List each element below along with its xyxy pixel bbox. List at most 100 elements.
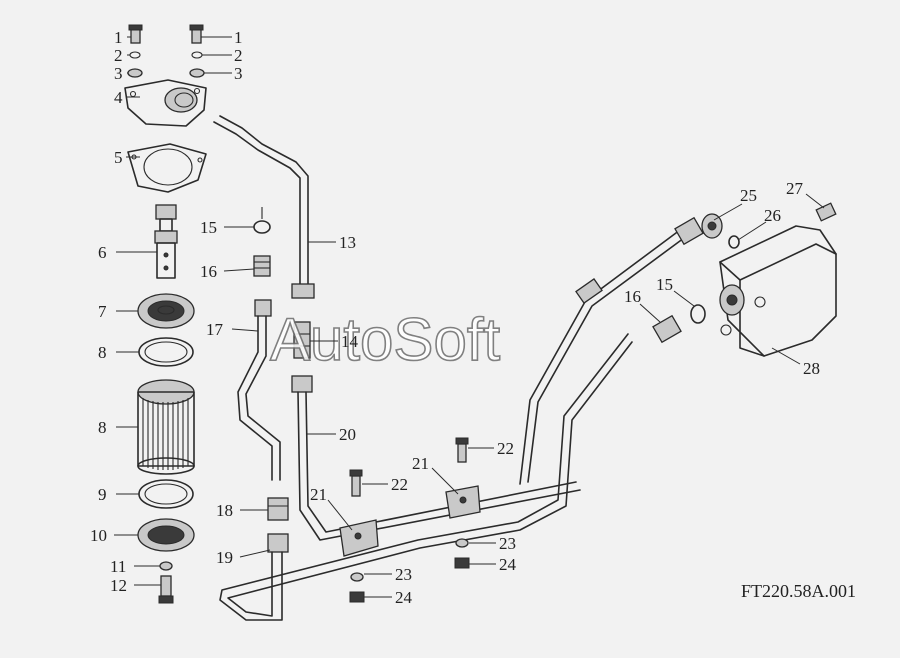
svg-text:20: 20 [339,425,356,444]
svg-text:3: 3 [114,64,123,83]
svg-text:1: 1 [234,28,243,47]
svg-text:12: 12 [110,576,127,595]
o-ring-lower [138,479,194,509]
washers-23 [350,538,469,582]
callout-19: 19 [216,548,271,567]
center-tube [154,204,178,279]
callout-23b: 23 [469,534,516,553]
clamp-21-left [339,519,379,557]
callout-16b: 16 [624,287,661,323]
callout-8a: 8 [98,343,139,362]
callout-7: 7 [98,302,138,321]
svg-text:9: 9 [98,485,107,504]
callout-2a: 2 [114,46,130,65]
svg-text:4: 4 [114,88,123,107]
union-16-left [253,255,271,277]
callout-3b: 3 [204,64,243,83]
svg-text:16: 16 [200,262,217,281]
svg-text:26: 26 [764,206,781,225]
gasket [127,143,207,193]
o-ring-upper [138,337,194,367]
svg-text:16: 16 [624,287,641,306]
svg-text:23: 23 [395,565,412,584]
watermark-text: AutoSoft [270,306,500,373]
callout-27: 27 [786,179,825,209]
svg-text:15: 15 [656,275,673,294]
union-16-right [652,314,682,344]
pipe-13 [213,115,315,299]
svg-text:3: 3 [234,64,243,83]
pipe-19 [219,333,633,621]
svg-text:8: 8 [98,418,107,437]
svg-text:15: 15 [200,218,217,237]
bolt-right [189,24,204,44]
fitting-18 [267,497,289,521]
pipe-20 [291,375,581,541]
callout-5: 5 [114,148,140,167]
pipe-17 [237,299,281,481]
callout-9: 8 [98,418,138,437]
bolts-22 [349,437,469,497]
flat-washers [127,68,205,78]
svg-text:28: 28 [803,359,820,378]
callout-14: 14 [310,332,359,351]
upper-filter-cup [137,293,195,329]
callout-15a: 15 [200,218,254,237]
callout-11: 11 [110,557,160,576]
svg-text:7: 7 [98,302,107,321]
svg-text:22: 22 [391,475,408,494]
drain-plug [158,575,174,604]
callout-4: 4 [114,88,140,107]
svg-text:8: 8 [98,343,107,362]
svg-text:19: 19 [216,548,233,567]
filter-element [137,379,195,475]
svg-text:10: 10 [90,526,107,545]
sealing-ring-15-right [690,304,706,324]
svg-text:24: 24 [499,555,517,574]
vent-plug-27 [815,202,837,222]
callout-21a: 21 [310,485,353,531]
bolt-left [128,24,143,44]
callout-12: 12 [110,576,161,595]
svg-text:27: 27 [786,179,804,198]
callout-6: 6 [98,243,157,262]
callout-10: 10 [90,526,138,545]
callout-1a: 1 [114,28,131,47]
sealing-ring-15-left [253,207,271,234]
callout-21b: 21 [412,454,459,495]
callout-24b: 24 [469,555,517,574]
callout-3a: 3 [114,64,128,83]
drain-washer [159,561,173,571]
svg-text:1: 1 [114,28,123,47]
svg-text:23: 23 [499,534,516,553]
svg-text:11: 11 [110,557,126,576]
svg-text:2: 2 [234,46,243,65]
connector-14 [293,321,311,359]
callout-22a: 22 [362,475,408,494]
callout-26: 26 [737,206,781,241]
callout-17: 17 [206,320,259,339]
drawing-code-label: FT220.58A.001 [741,581,856,601]
svg-text:17: 17 [206,320,224,339]
svg-text:25: 25 [740,186,757,205]
svg-text:14: 14 [341,332,359,351]
callout-25: 25 [713,186,757,221]
svg-text:6: 6 [98,243,107,262]
seal-26 [728,235,740,249]
svg-text:24: 24 [395,588,413,607]
filter-head-cover [124,79,207,127]
callout-16a: 16 [200,262,255,281]
pump-28 [719,225,837,357]
callout-28: 28 [771,347,820,378]
lower-filter-cup [137,518,195,552]
svg-text:22: 22 [497,439,514,458]
callout-13: 13 [308,233,356,252]
svg-text:18: 18 [216,501,233,520]
callout-2b: 2 [202,46,243,65]
pipe-upper-right [519,229,685,485]
clamp-21-right [445,485,481,519]
svg-text:13: 13 [339,233,356,252]
callout-15b: 15 [656,275,695,307]
